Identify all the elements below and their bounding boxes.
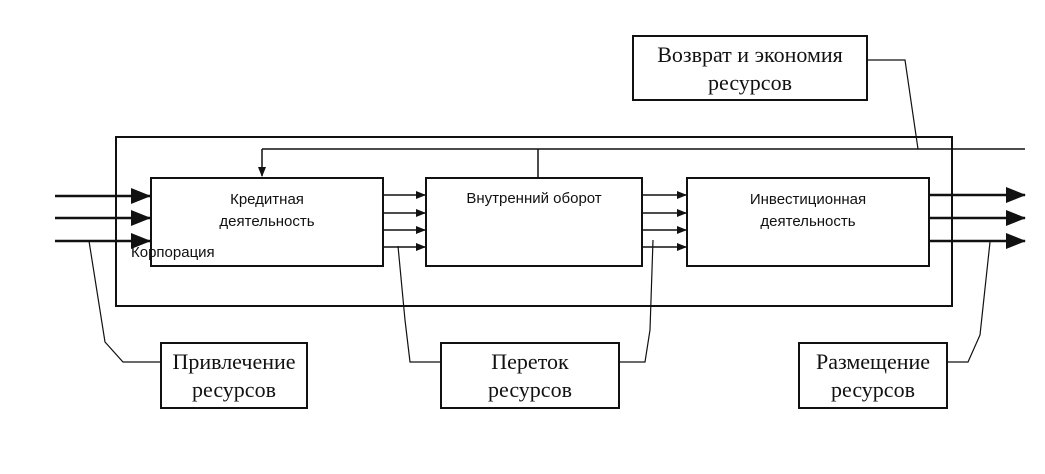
- outgoing-arrows: [930, 187, 1026, 249]
- placement-line1: Размещение: [815, 349, 931, 374]
- credit-activity-box: Кредитная деятельность: [150, 177, 384, 267]
- credit-to-internal-arrows: [383, 191, 426, 251]
- feedback-loop: [258, 148, 1025, 177]
- leader-lines: [88, 59, 991, 363]
- credit-activity-line2: деятельность: [219, 213, 315, 230]
- internal-turnover-label: Внутренний оборот: [466, 190, 602, 207]
- attraction-line1: Привлечение: [172, 349, 296, 374]
- leader-flow-right: [620, 239, 654, 363]
- flow-line2: ресурсов: [488, 377, 572, 402]
- investment-activity-line2: деятельность: [760, 213, 856, 230]
- investment-activity-box: Инвестиционная деятельность: [686, 177, 930, 267]
- attraction-line2: ресурсов: [192, 377, 276, 402]
- leader-return: [867, 59, 919, 150]
- incoming-arrows: [55, 188, 151, 249]
- internal-to-investment-arrows: [642, 191, 687, 251]
- flow-line1: Переток: [491, 349, 569, 374]
- leader-attraction: [88, 240, 160, 363]
- leader-flow: [397, 245, 440, 363]
- placement-line2: ресурсов: [831, 377, 915, 402]
- attraction-callout: Привлечение ресурсов: [160, 342, 308, 409]
- corporation-label: Корпорация: [131, 244, 215, 261]
- return-economy-line1: Возврат и экономия: [657, 42, 843, 67]
- corporation-boundary: [115, 136, 953, 307]
- credit-activity-line1: Кредитная: [230, 191, 304, 208]
- flow-callout: Переток ресурсов: [440, 342, 620, 409]
- return-economy-callout: Возврат и экономия ресурсов: [632, 35, 868, 101]
- leader-placement: [948, 241, 991, 363]
- placement-callout: Размещение ресурсов: [798, 342, 948, 409]
- investment-activity-line1: Инвестиционная: [749, 191, 867, 208]
- return-economy-line2: ресурсов: [708, 70, 792, 95]
- internal-turnover-box: Внутренний оборот: [425, 177, 643, 267]
